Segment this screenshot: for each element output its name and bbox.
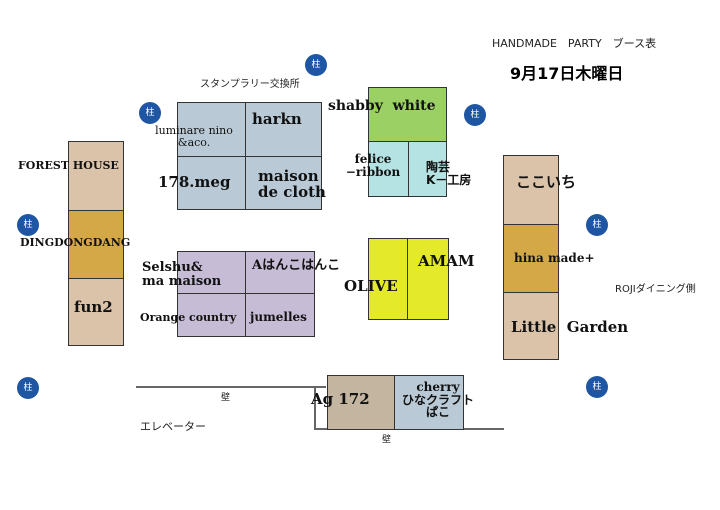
booth-dingdongdang[interactable] [68, 210, 124, 280]
booth-amam[interactable] [407, 238, 449, 320]
booth-luminare-nino[interactable] [177, 102, 247, 158]
pillar-icon: 柱 [17, 214, 39, 236]
booth-label-forest-house: FOREST HOUSE [18, 159, 119, 172]
booth-maison-de-cloth[interactable] [245, 156, 322, 210]
roji-dining-label: ROJIダイニング側 [615, 284, 696, 295]
wall-label-top: 壁 [221, 393, 231, 403]
booth-olive[interactable] [368, 238, 409, 320]
booth-ag-172[interactable] [327, 375, 396, 430]
booth-label-ag-172: Ag 172 [311, 390, 370, 408]
booth-label-kobo: 陶芸 K－工房 [426, 160, 472, 187]
booth-harkn[interactable] [245, 102, 322, 158]
booth-felice-ribbon[interactable] [368, 141, 410, 197]
pillar-icon: 柱 [305, 54, 327, 76]
booth-label-dingdongdang: DINGDONGDANG [20, 236, 131, 249]
booth-hina-made[interactable] [503, 224, 559, 294]
booth-jumelles[interactable] [245, 293, 315, 337]
wall-line-top [136, 386, 326, 388]
pillar-icon: 柱 [464, 104, 486, 126]
booth-a-hanko-hanko[interactable] [245, 251, 315, 295]
stamp-rally-label: スタンプラリー交換所 [200, 79, 300, 90]
booth-label-little-garden: Little Garden [511, 318, 629, 336]
pillar-icon: 柱 [17, 377, 39, 399]
booth-label-luminare: luminare nino &aco. [155, 124, 233, 149]
booth-label-maison-de-cloth: maison de cloth [258, 167, 326, 201]
elevator-label: エレベーター [140, 420, 206, 433]
booth-selshu-ma-maison[interactable] [177, 251, 247, 295]
wall-line-step [314, 386, 316, 430]
booth-cherry-hina-craft[interactable] [394, 375, 464, 430]
booth-label-selshu: Selshu& ma maison [142, 260, 222, 289]
booth-label-olive: OLIVE [344, 277, 398, 295]
page-title: HANDMADE PARTY ブース表 [492, 37, 657, 50]
booth-label-178-meg: 178.meg [158, 173, 231, 191]
booth-label-orange-country: Orange country [140, 311, 237, 324]
event-date: 9月17日木曜日 [510, 64, 624, 83]
booth-label-felice: felice −ribbon [345, 152, 401, 179]
booth-178-meg[interactable] [177, 156, 247, 210]
booth-label-shabby-white: shabby white [328, 98, 436, 114]
pillar-icon: 柱 [139, 102, 161, 124]
booth-fun2[interactable] [68, 278, 124, 346]
booth-label-kokoichi: ここいち [516, 173, 577, 191]
booth-label-fun2: fun2 [74, 298, 113, 316]
booth-label-amam: AMAM [418, 252, 475, 270]
booth-label-harkn: harkn [252, 110, 302, 128]
pillar-icon: 柱 [586, 214, 608, 236]
booth-label-jumelles: jumelles [250, 310, 307, 324]
booth-shabby-white[interactable] [368, 87, 447, 143]
booth-label-cherry: cherry ひなクラフト ぱこ [401, 380, 474, 420]
booth-label-a-hanko: Aはんこはんこ [252, 258, 341, 273]
booth-label-hina-made: hina made+ [514, 251, 595, 265]
booth-forest-house[interactable] [68, 141, 124, 212]
booth-little-garden[interactable] [503, 292, 559, 360]
booth-kobo[interactable] [408, 141, 447, 197]
pillar-icon: 柱 [586, 376, 608, 398]
wall-label-bottom: 壁 [382, 435, 392, 445]
